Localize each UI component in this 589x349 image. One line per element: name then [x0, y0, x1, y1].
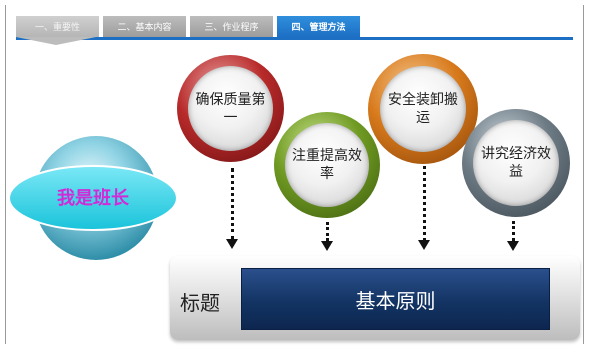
leader-disc	[8, 165, 178, 231]
tab-work-procedure[interactable]: 三、作业程序	[190, 16, 273, 37]
principle-quality-ring: 确保质量第一	[177, 55, 284, 162]
dotted-arrow-4	[507, 221, 519, 252]
dotted-arrow-3	[418, 166, 430, 252]
tab-importance[interactable]: 一、重要性	[16, 16, 99, 37]
principle-efficiency-label: 注重提高效率	[292, 148, 362, 182]
principle-quality-label: 确保质量第一	[195, 91, 266, 126]
platform-label: 标题	[180, 291, 220, 315]
principle-safety-label: 安全装卸搬运	[388, 92, 458, 126]
dotted-arrow-1	[226, 168, 238, 251]
leader-label: 我是班长	[57, 188, 129, 209]
slide-frame	[5, 5, 584, 344]
tab-basic-content[interactable]: 二、基本内容	[103, 16, 186, 37]
tab-management-method[interactable]: 四、管理方法	[277, 16, 360, 37]
tab-bar: 一、重要性 二、基本内容 三、作业程序 四、管理方法	[16, 16, 360, 37]
main-title-box: 基本原则	[241, 268, 550, 330]
principle-safety-ring: 安全装卸搬运	[368, 54, 478, 164]
principle-economy-ring: 讲究经济效益	[462, 109, 570, 217]
tab-fold-shape	[16, 37, 96, 45]
tab-underline	[16, 37, 573, 40]
dotted-arrow-2	[321, 222, 333, 252]
principle-efficiency-ring: 注重提高效率	[274, 112, 380, 218]
principle-economy-label: 讲究经济效益	[481, 146, 551, 180]
main-title: 基本原则	[355, 288, 436, 313]
